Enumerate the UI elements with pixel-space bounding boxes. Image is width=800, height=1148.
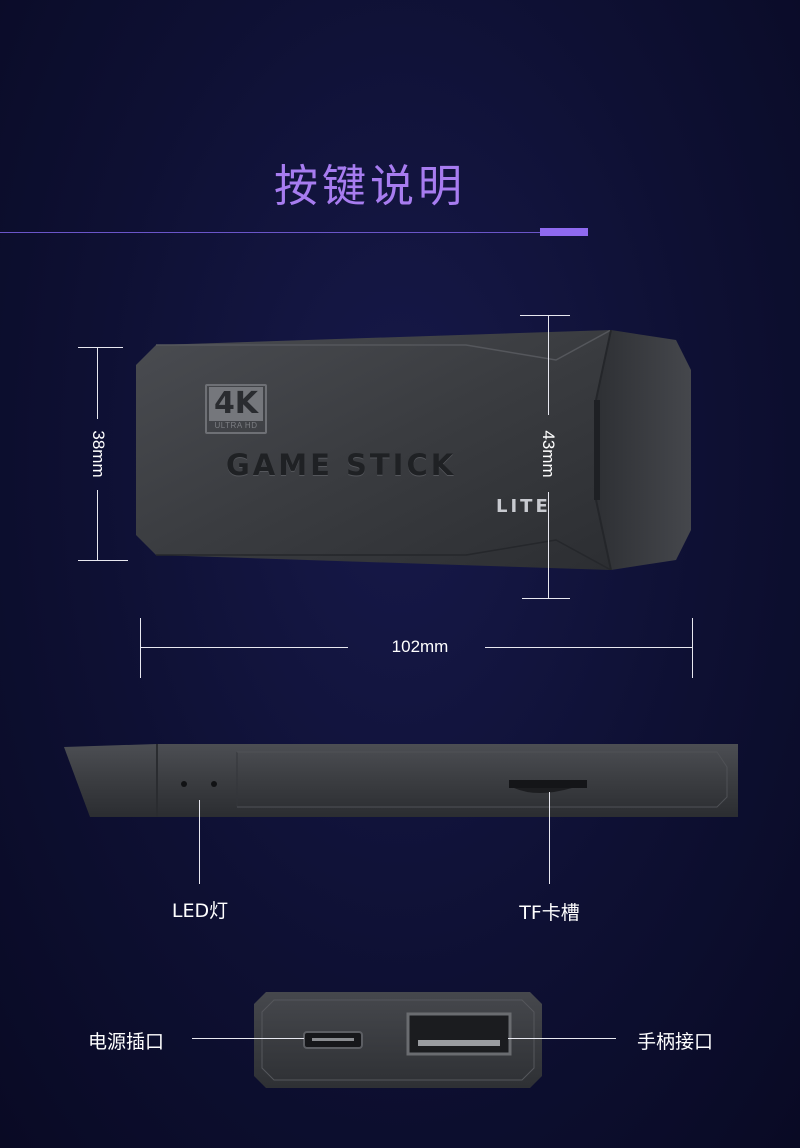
led-callout-line (199, 800, 200, 884)
dim-left-line-bottom (97, 490, 98, 560)
tf-callout-line (549, 792, 550, 884)
dim-right-top-tick (520, 315, 570, 316)
4k-badge-sub: ULTRA HD (214, 421, 258, 430)
controller-port-label: 手柄接口 (637, 1031, 714, 1053)
dim-right-line-top (548, 315, 549, 415)
4k-badge-main: 4K (209, 387, 263, 421)
dim-left-top-tick (78, 347, 123, 348)
dim-left-bottom-tick (78, 560, 128, 561)
title-accent-bar (540, 228, 588, 236)
brand-logo: GAME STICK (226, 448, 457, 482)
dim-right-bottom-tick (522, 598, 570, 599)
device-end-view (252, 990, 544, 1090)
power-port-label: 电源插口 (88, 1031, 165, 1053)
dim-width-label: 102mm (391, 637, 449, 656)
dim-width-left-tick (140, 618, 141, 678)
dim-left-line-top (97, 347, 98, 419)
tf-slot-label: TF卡槽 (519, 902, 580, 924)
dim-width-right-tick (692, 618, 693, 678)
led-label: LED灯 (171, 900, 229, 922)
dim-height-right-label: 43mm (539, 430, 558, 478)
dim-right-line-bottom (548, 492, 549, 598)
title-divider (0, 232, 540, 233)
4k-badge: 4K ULTRA HD (205, 384, 267, 434)
page-title: 按键说明 (274, 161, 466, 212)
dim-height-left-label: 38mm (89, 430, 108, 478)
device-side-view (62, 742, 742, 822)
controller-callout-line (508, 1038, 616, 1039)
dim-width-line-right (485, 647, 692, 648)
power-callout-line (192, 1038, 304, 1039)
model-logo: LITE (496, 496, 551, 517)
dim-width-line-left (140, 647, 348, 648)
